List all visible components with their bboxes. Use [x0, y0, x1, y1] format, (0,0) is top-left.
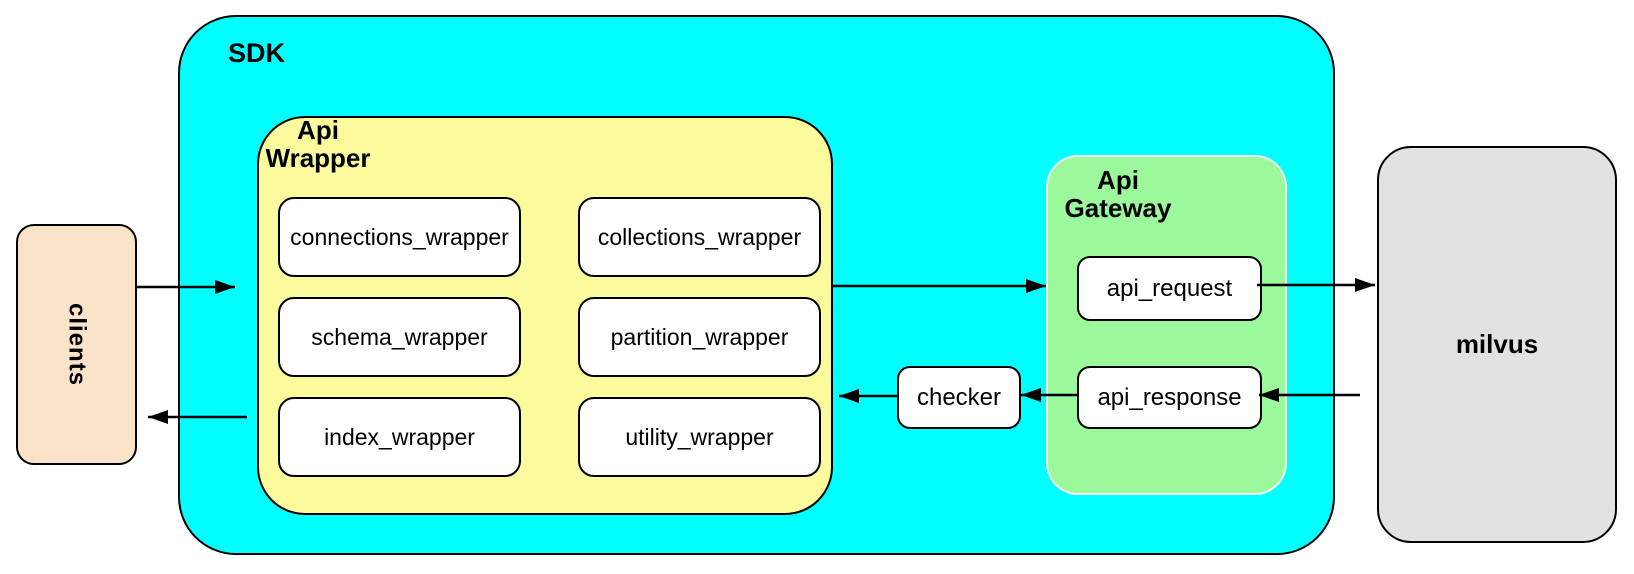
node-partition-wrapper: partition_wrapper [578, 297, 821, 377]
milvus-node: milvus [1377, 146, 1617, 543]
node-schema-wrapper: schema_wrapper [278, 297, 521, 377]
node-index-wrapper: index_wrapper [278, 397, 521, 477]
node-api-response: api_response [1077, 366, 1262, 429]
node-api-request: api_request [1077, 256, 1262, 321]
api-gateway-label-line1: Api [1097, 165, 1139, 195]
node-collections-wrapper: collections_wrapper [578, 197, 821, 277]
milvus-label: milvus [1455, 329, 1539, 359]
node-connections-wrapper: connections_wrapper [278, 197, 521, 277]
api-wrapper-label-line1: Api [297, 115, 339, 145]
node-utility-wrapper: utility_wrapper [578, 397, 821, 477]
clients-node: clients [16, 224, 137, 465]
api-wrapper-label: Api Wrapper [257, 116, 379, 172]
node-checker: checker [897, 366, 1021, 429]
api-gateway-container [1046, 155, 1287, 495]
clients-label: clients [63, 302, 91, 387]
api-gateway-label: Api Gateway [1058, 166, 1178, 222]
api-wrapper-label-line2: Wrapper [265, 143, 371, 173]
api-gateway-label-line2: Gateway [1064, 193, 1172, 223]
sdk-label: SDK [228, 38, 286, 68]
